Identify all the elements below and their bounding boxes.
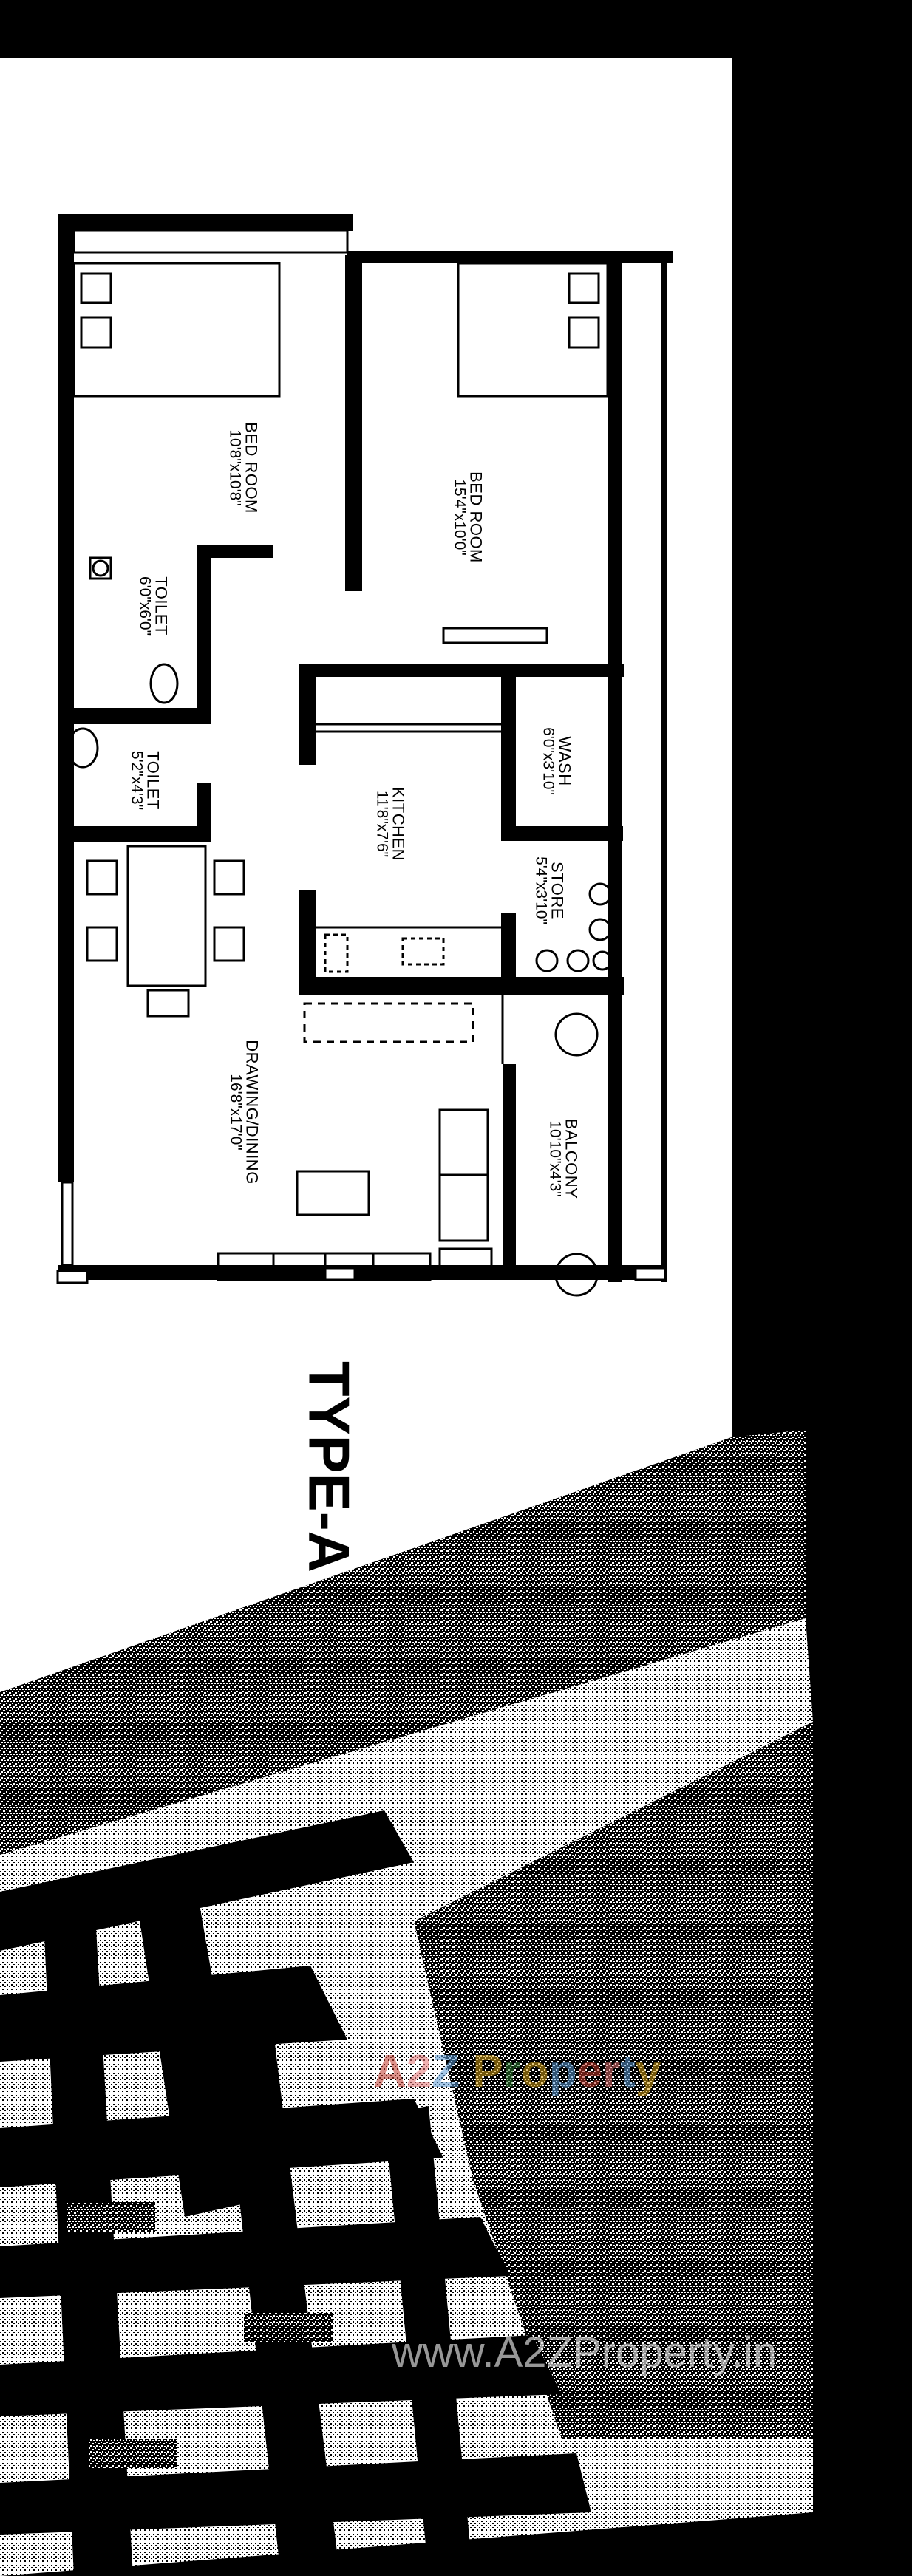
plant-pot — [554, 1012, 599, 1057]
windows-and-fixtures — [56, 229, 667, 1284]
furniture — [67, 262, 613, 1297]
coffee-table — [296, 1170, 370, 1216]
watermark-logo: A2Z Property — [373, 2045, 661, 2098]
room-name: DRAWING/DINING — [242, 1040, 262, 1185]
room-name: TOILET — [152, 576, 171, 636]
room-label-wash: WASH 6'0"x3'10" — [540, 727, 574, 795]
watermark-letter: 2 — [406, 2046, 432, 2097]
room-dimensions: 5'2"x4'3" — [128, 750, 146, 811]
room-label-bedroom-2: BED ROOM 15'4"x10'0" — [451, 471, 486, 563]
watermark-letter: Z — [432, 2046, 460, 2097]
textured-ground — [0, 1430, 806, 1855]
room-dimensions: 5'4"x3'10" — [532, 856, 550, 924]
room-name: BED ROOM — [466, 471, 486, 563]
building-illustration — [0, 1810, 591, 2576]
bed — [457, 262, 609, 398]
room-name: WASH — [555, 736, 574, 786]
watermark-letter: r — [503, 2046, 521, 2097]
room-label-store: STORE 5'4"x3'10" — [532, 856, 567, 924]
watermark-letter: y — [635, 2046, 661, 2097]
room-label-bedroom-1: BED ROOM 10'8"x10'8" — [226, 422, 261, 514]
room-name: BALCONY — [562, 1118, 581, 1199]
room-label-toilet-2: TOILET 5'2"x4'3" — [128, 750, 163, 811]
paper-sheet — [0, 58, 732, 1692]
room-name: BED ROOM — [242, 422, 261, 514]
room-dimensions: 6'0"x3'10" — [540, 727, 557, 795]
plan-type-label: TYPE-A — [296, 1360, 362, 1573]
dining-table — [126, 845, 207, 987]
walls — [58, 214, 673, 1282]
room-name: KITCHEN — [389, 786, 408, 862]
room-label-toilet-1: TOILET 6'0"x6'0" — [136, 576, 171, 636]
tv-unit — [303, 1002, 474, 1043]
room-dimensions: 10'8"x10'8" — [226, 429, 244, 506]
watermark-letter — [460, 2046, 472, 2097]
room-dimensions: 15'4"x10'0" — [451, 479, 469, 556]
room-name: STORE — [548, 862, 567, 919]
watermark-letter: o — [520, 2046, 549, 2097]
watermark-letter: P — [472, 2046, 503, 2097]
watermark-letter: A — [373, 2046, 406, 2097]
room-label-balcony: BALCONY 10'10"x4'3" — [546, 1118, 581, 1199]
watermark-letter: p — [548, 2046, 577, 2097]
watermark-letter: t — [620, 2046, 636, 2097]
room-label-drawing-dining: DRAWING/DINING 16'8"x17'0" — [227, 1040, 262, 1185]
trees-area — [414, 1722, 813, 2439]
room-name: TOILET — [143, 751, 163, 810]
bed — [72, 262, 281, 398]
room-dimensions: 10'10"x4'3" — [546, 1120, 564, 1197]
watermark-letter: e — [576, 2046, 603, 2097]
watermark-letter: r — [602, 2046, 621, 2097]
room-dimensions: 16'8"x17'0" — [227, 1074, 245, 1151]
room-dimensions: 6'0"x6'0" — [136, 576, 154, 636]
watermark-url: www.A2ZProperty.in — [392, 2328, 777, 2376]
room-dimensions: 11'8"x7'6" — [373, 790, 391, 858]
room-label-kitchen: KITCHEN 11'8"x7'6" — [373, 786, 408, 862]
plant-pot — [554, 1253, 599, 1297]
